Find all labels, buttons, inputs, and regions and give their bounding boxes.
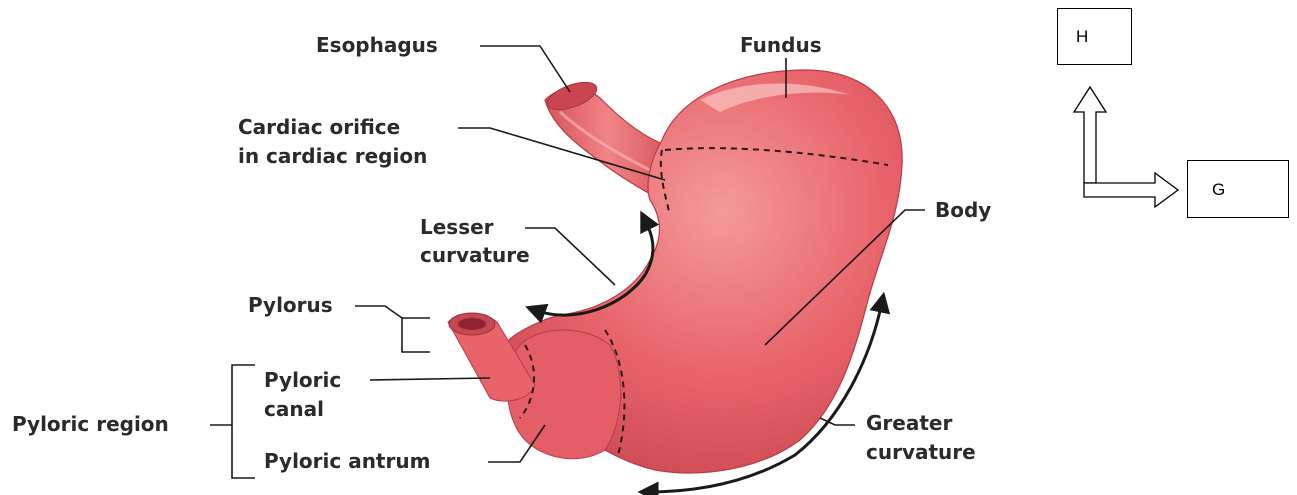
h-label-box: H <box>1057 8 1132 65</box>
label-cardiac-orifice-line1: Cardiac orifice <box>238 116 400 139</box>
label-pyloric-canal-line1: Pyloric <box>264 369 341 392</box>
label-body: Body <box>935 199 991 222</box>
label-pylorus: Pylorus <box>248 294 333 317</box>
label-lesser-curvature-line2: curvature <box>420 244 530 267</box>
label-fundus: Fundus <box>740 34 822 57</box>
label-pyloric-region: Pyloric region <box>12 413 169 436</box>
label-greater-curvature-line1: Greater <box>866 412 952 435</box>
label-lesser-curvature-line1: Lesser <box>420 216 494 239</box>
h-axis-label: H <box>1076 27 1088 47</box>
right-arrow-icon <box>1084 173 1178 207</box>
label-pyloric-antrum: Pyloric antrum <box>264 450 430 473</box>
up-arrow-icon <box>1074 87 1106 183</box>
label-pyloric-canal-line2: canal <box>264 398 324 421</box>
label-greater-curvature-line2: curvature <box>866 441 976 464</box>
label-esophagus: Esophagus <box>316 34 438 57</box>
g-axis-label: G <box>1212 180 1225 200</box>
axis-arrows <box>1074 87 1178 207</box>
g-label-box: G <box>1187 160 1289 218</box>
label-cardiac-orifice-line2: in cardiac region <box>238 145 427 168</box>
